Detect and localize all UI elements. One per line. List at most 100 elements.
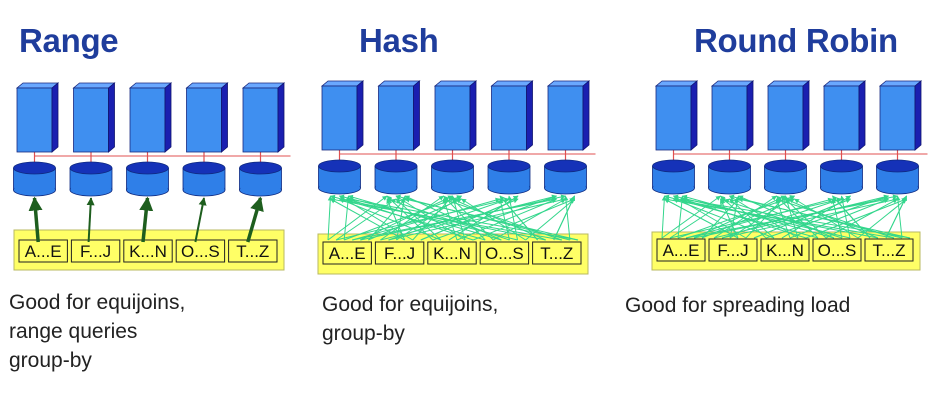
partition-label: K...N (766, 241, 804, 260)
distribution-arrow (685, 197, 889, 239)
server-icon (766, 80, 811, 151)
server-icon (377, 80, 421, 151)
distribution-arrow (825, 198, 898, 239)
partition-cell: O...S (812, 238, 862, 262)
distribution-arrow (839, 195, 851, 239)
hash-caption: Good for equijoins, group-by (322, 290, 498, 348)
partition-label: T...Z (236, 242, 269, 261)
range-caption-line-2: range queries (9, 320, 138, 343)
partition-cell-border (427, 241, 477, 265)
distribution-arrow (386, 195, 434, 241)
server-icon (878, 80, 923, 151)
distribution-arrow (330, 198, 405, 241)
distribution-arrow (673, 198, 775, 239)
distribution-arrow (327, 195, 333, 241)
disk-icon (708, 159, 751, 195)
range-arrow (139, 196, 154, 243)
partition-cell-border (864, 238, 914, 262)
partition-cell: O...S (479, 241, 530, 265)
distribution-arrow (452, 198, 546, 241)
range-caption-line-3: group-by (9, 349, 92, 372)
partition-cell: T...Z (532, 241, 582, 265)
disk-icon (126, 161, 169, 197)
disk-icon (318, 159, 361, 195)
distribution-arrow (499, 195, 538, 241)
disk-icon (13, 161, 56, 197)
hash-title: Hash (359, 22, 439, 59)
partition-cell: T...Z (864, 238, 914, 262)
round-robin-title: Round Robin (694, 22, 898, 59)
distribution-arrow (669, 197, 842, 239)
disk-icon (69, 161, 113, 197)
disk-icon (487, 159, 531, 195)
partition-cell-border (532, 241, 582, 265)
distribution-arrow (664, 198, 739, 239)
partition-cell-border (708, 238, 758, 262)
partition-cell: F...J (708, 238, 758, 262)
distribution-arrow (368, 198, 406, 241)
server-icon (490, 80, 534, 151)
distribution-arrow (396, 195, 407, 241)
partition-cell-border (228, 239, 278, 263)
server-icon (15, 82, 60, 153)
disk-icon (374, 159, 418, 195)
distribution-arrow (776, 195, 819, 239)
distribution-arrow (729, 195, 741, 239)
distribution-arrow (343, 195, 462, 241)
distribution-arrow (682, 197, 911, 239)
server-icon (654, 80, 699, 151)
distribution-arrow (563, 195, 571, 241)
partition-cell-border (760, 238, 810, 262)
range-caption: Good for equijoins, range queries group-… (9, 288, 185, 375)
partition-label: F...J (717, 241, 748, 260)
distribution-arrow (330, 197, 562, 241)
server-icon (433, 80, 478, 151)
disk-icon (820, 159, 863, 195)
partition-cell-border (812, 238, 862, 262)
partition-label: K...N (129, 242, 167, 261)
range-caption-line-1: Good for equijoins, (9, 291, 186, 314)
range-arrow (246, 196, 264, 243)
distribution-arrow (498, 198, 510, 241)
distribution-arrow (738, 197, 911, 239)
partition-label: A...E (663, 241, 700, 260)
partition-cell-border (656, 238, 706, 262)
distribution-arrow (831, 198, 843, 239)
partition-cell: K...N (760, 238, 810, 262)
distribution-arrow (729, 198, 775, 239)
distribution-arrow (721, 197, 898, 239)
distribution-arrow (339, 198, 442, 241)
range-arrow (86, 197, 95, 243)
distribution-arrow (885, 195, 907, 239)
server-icon (320, 80, 365, 151)
range-arrow (28, 196, 43, 243)
distribution-arrow (327, 195, 388, 241)
disk-icon (652, 159, 695, 195)
partition-cell-border (18, 239, 68, 263)
disk-icon (544, 159, 587, 195)
disk-icon (431, 159, 474, 195)
hash-arrows (327, 194, 579, 241)
distribution-arrow (352, 197, 557, 241)
distribution-arrow (443, 195, 486, 241)
partition-cell-border (70, 239, 121, 263)
partition-cell: T...Z (228, 239, 278, 263)
partition-cell: F...J (374, 241, 425, 265)
partition-cell-border (479, 241, 530, 265)
distribution-arrow (673, 197, 879, 239)
partition-label: T...Z (540, 244, 573, 263)
range-arrows (28, 196, 264, 243)
distribution-arrow (388, 197, 566, 241)
distribution-arrow (404, 197, 579, 241)
round-robin-caption: Good for spreading load (625, 291, 850, 320)
roundrobin-arrows (661, 194, 911, 239)
distribution-arrow (677, 195, 685, 239)
distribution-arrow (895, 195, 903, 239)
distribution-arrow (677, 195, 795, 239)
disk-icon (764, 159, 807, 195)
distribution-arrow (335, 197, 510, 241)
partition-cell: O...S (175, 239, 226, 263)
